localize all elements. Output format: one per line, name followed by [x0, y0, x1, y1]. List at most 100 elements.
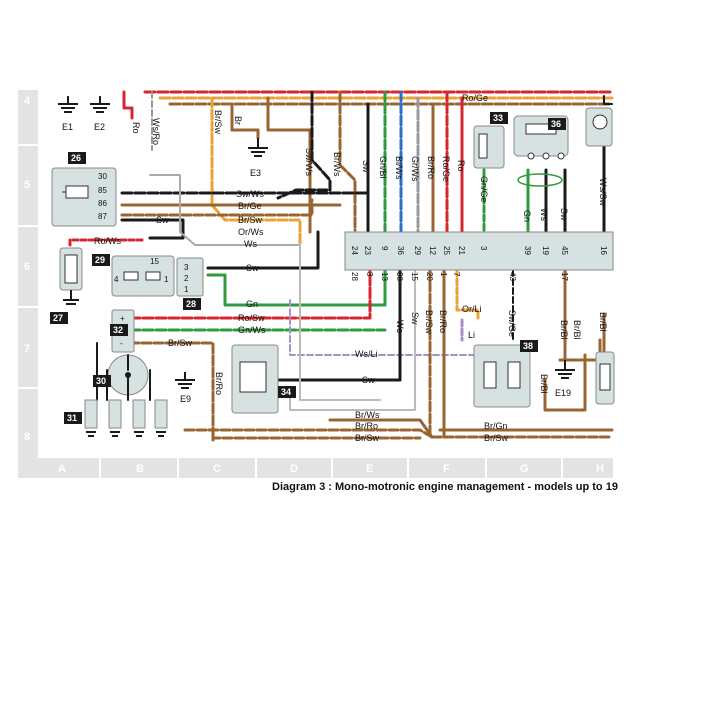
component-tag: 29 [95, 255, 105, 265]
ecu-pin-label: 45 [560, 246, 569, 255]
component-tag: 26 [71, 153, 81, 163]
ecu-pin-label: 25 [442, 246, 451, 255]
ecu-connector [344, 231, 614, 271]
pin-label: + [120, 314, 125, 323]
distributor: 30 [93, 342, 151, 401]
wire-label: Sw/Ge [507, 310, 517, 337]
component-tag: 33 [493, 113, 503, 123]
wire-label: Br/Ro [355, 421, 378, 431]
wire-label: Br/Sw [213, 110, 223, 135]
pin-label: 87 [98, 212, 107, 221]
wire-label: Ro/Ws [94, 236, 122, 246]
ecu-pin-label: 12 [428, 246, 437, 255]
wire-label: Gn [522, 210, 532, 222]
ecu-pin-label: 3 [479, 246, 488, 251]
ecu-pin-label: 36 [396, 246, 405, 255]
ecu-pin-label: 29 [413, 246, 422, 255]
mid-wires [68, 174, 501, 442]
ignition-coil: 15 4 1 29 [92, 254, 175, 297]
pin-label: 15 [150, 257, 159, 266]
wire-label: Ws [395, 320, 405, 333]
wire-label: Gn/Ws [238, 325, 266, 335]
component-tag: 36 [551, 119, 561, 129]
wire-label: Br/Ge [238, 201, 262, 211]
component-tag: 32 [113, 325, 123, 335]
component-tag: 38 [523, 341, 533, 351]
wire-label: Ro [131, 122, 141, 134]
pin-label: - [120, 339, 123, 348]
wire-label: Ro/Ge [462, 93, 488, 103]
ecu-pin-label: 21 [457, 246, 466, 255]
wire-label: Br/Ro [214, 372, 224, 395]
ecu-pin-label: 19 [541, 246, 550, 255]
ecu-pin-label: 7 [452, 272, 461, 277]
wire-label: Sw/Ws [236, 189, 264, 199]
ecu-pin-label: 1 [439, 272, 448, 277]
grid-row-labels: 4 5 6 7 8 [24, 95, 31, 443]
wire-label: Bl/Ws [394, 156, 404, 180]
wire-label: Br/Bl [559, 320, 569, 340]
earth-label: E2 [94, 122, 105, 132]
wire-label: Sw [559, 208, 569, 221]
wire-label: Br/Sw [355, 433, 380, 443]
component-tag: 28 [186, 299, 196, 309]
diode-component: 27 [50, 247, 83, 324]
throttle-potentiometer: 34 [231, 344, 296, 414]
wire-label: Ro/Ge [441, 156, 451, 182]
grid-col-labels: A B C D E F G H [58, 463, 604, 475]
row-label: 6 [24, 261, 30, 273]
spark-plugs: 31 [64, 399, 168, 437]
temp-sensor: 33 [473, 112, 508, 169]
col-label: G [520, 463, 529, 475]
wire-label: Sw [246, 263, 259, 273]
wire-label: Br/Sw [168, 338, 193, 348]
lambda-sensor: 36 [513, 115, 569, 187]
col-label: H [596, 463, 604, 475]
ecu-pin-label: 38 [395, 272, 404, 281]
wire-label: Ws [539, 208, 549, 221]
wire-label: Gn [246, 299, 258, 309]
earth-e1: E1 [58, 96, 78, 132]
pin-label: 86 [98, 199, 107, 208]
wire-label: Br/Ro [426, 156, 436, 179]
wire-label: Or/Ws [238, 227, 264, 237]
air-temp-sensor: 38 [473, 340, 538, 408]
wire-label: Ro/Sw [238, 313, 265, 323]
earth-e9: E9 [175, 372, 195, 404]
wire-label: Or/Li [462, 304, 482, 314]
injector-component [595, 351, 615, 405]
component-tag: 30 [96, 376, 106, 386]
ecu-pin-label: 15 [410, 272, 419, 281]
ecu-pin-label: 16 [599, 246, 608, 255]
throttle-switch [585, 107, 613, 147]
earth-label: E19 [555, 388, 571, 398]
hall-sensor: + 0 - 32 [110, 309, 135, 353]
ecu-pin-label: 8 [365, 272, 374, 277]
wire-label: Br/Sw [484, 433, 509, 443]
wire-label: Sw [410, 312, 420, 325]
earth-label: E3 [250, 168, 261, 178]
wire-label: Br [233, 116, 243, 125]
col-label: F [443, 463, 450, 475]
col-label: B [136, 463, 144, 475]
ecu-pin-label: 43 [508, 272, 517, 281]
ecu-pin-label: 24 [350, 246, 359, 255]
wire-label: Ws [244, 239, 257, 249]
wire-label: Ws/Li [355, 349, 378, 359]
pin-label: 3 [184, 263, 189, 272]
wire-label: Sw [361, 160, 371, 173]
wire-label: Sw [156, 215, 169, 225]
bottom-harness [183, 268, 614, 442]
wire-label: Sw/Ws [304, 148, 314, 176]
pin-label: 30 [98, 172, 107, 181]
wire-label: Ro [456, 160, 466, 172]
wire-label: Gn/Ge [479, 176, 489, 203]
component-tag: 31 [67, 413, 77, 423]
earth-label: E9 [180, 394, 191, 404]
row-label: 8 [24, 431, 30, 443]
wire-label: Br/Ws [355, 410, 380, 420]
wire-label: Br/Sw [424, 310, 434, 335]
